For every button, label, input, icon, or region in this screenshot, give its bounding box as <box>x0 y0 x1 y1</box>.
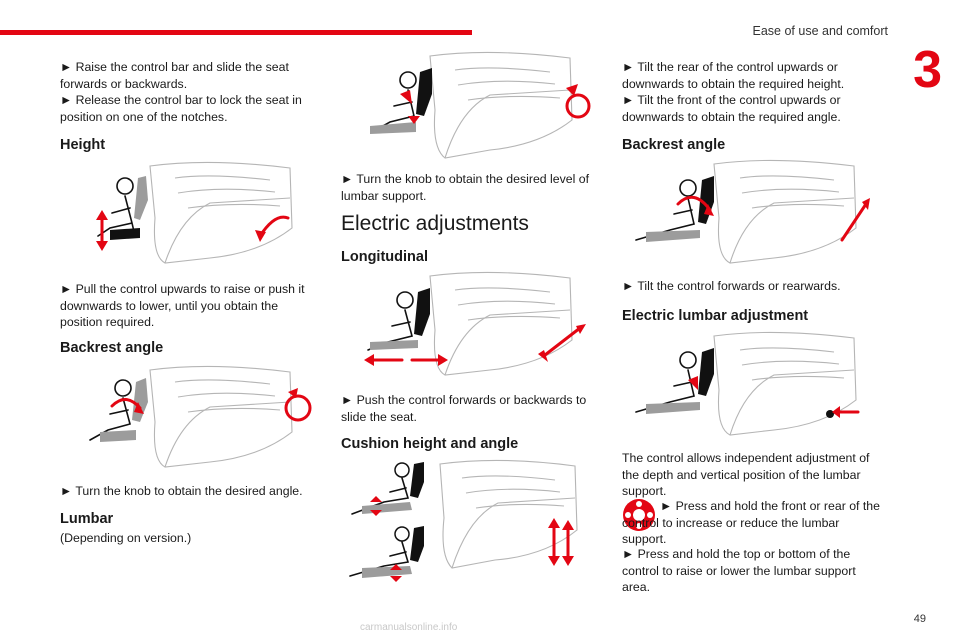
heading-height: Height <box>60 137 106 153</box>
heading-electric-backrest-angle: Backrest angle <box>622 137 726 153</box>
page-number: 49 <box>913 613 926 625</box>
instruction-height: ► Pull the control upwards to raise or p… <box>60 282 305 329</box>
instruction-backrest-knob: ► Turn the knob to obtain the desired an… <box>60 484 303 498</box>
instruction-tilt-control: ► Tilt the control forwards or rearwards… <box>622 279 841 293</box>
instruction-press-front-rear: ► Press and hold the front or rear of th… <box>622 499 880 546</box>
cushion-height-angle-illustration <box>349 459 578 582</box>
watermark: carmanualsonline.info <box>360 622 458 633</box>
backrest-knob-illustration <box>89 365 312 468</box>
heading-electric-adjustments: Electric adjustments <box>341 212 529 235</box>
electric-lumbar-illustration <box>635 331 860 436</box>
lumbar-control-description: The control allows independent adjustmen… <box>622 451 870 498</box>
heading-backrest-angle: Backrest angle <box>60 340 164 356</box>
lumbar-control-icon <box>623 499 655 531</box>
header-accent-bar <box>0 30 472 35</box>
instruction-release-bar: ► Release the control bar to lock the se… <box>60 93 302 124</box>
instruction-press-top-bottom: ► Press and hold the top or bottom of th… <box>622 547 856 594</box>
chapter-number: 3 <box>913 41 942 99</box>
instruction-tilt-front: ► Tilt the front of the control upwards … <box>622 93 841 124</box>
heading-cushion-height-angle: Cushion height and angle <box>341 436 519 452</box>
heading-electric-lumbar: Electric lumbar adjustment <box>622 308 809 324</box>
instruction-raise-bar: ► Raise the control bar and slide the se… <box>60 60 289 91</box>
instruction-lumbar-knob: ► Turn the knob to obtain the desired le… <box>341 172 590 203</box>
height-adjust-illustration <box>96 161 293 264</box>
longitudinal-illustration <box>364 271 586 376</box>
electric-backrest-illustration <box>635 159 870 264</box>
lumbar-knob-illustration <box>370 51 591 159</box>
heading-longitudinal: Longitudinal <box>341 249 428 265</box>
instruction-tilt-rear: ► Tilt the rear of the control upwards o… <box>622 60 845 91</box>
section-title: Ease of use and comfort <box>752 24 889 38</box>
lumbar-version-note: (Depending on version.) <box>60 531 192 545</box>
instruction-longitudinal: ► Push the control forwards or backwards… <box>341 393 587 424</box>
heading-lumbar: Lumbar <box>60 511 114 527</box>
